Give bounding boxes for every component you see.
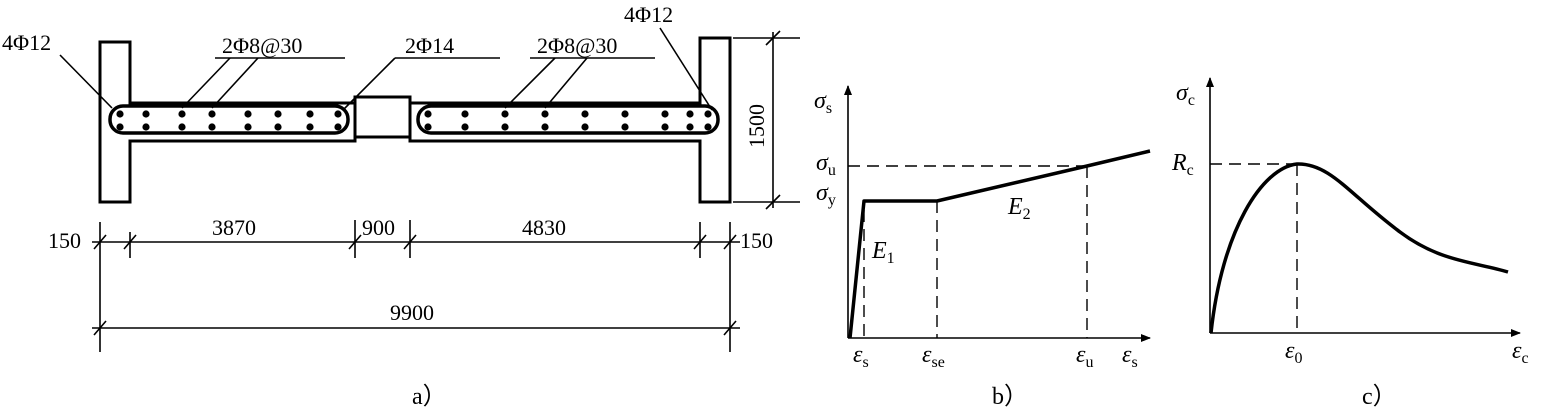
dim-4830: 4830 bbox=[522, 215, 566, 240]
rebar-dots bbox=[116, 110, 712, 131]
b-E2-label: E2 bbox=[1007, 194, 1031, 223]
rebar-dot bbox=[142, 110, 150, 118]
b-x-axis-label: εs bbox=[1122, 342, 1138, 371]
c-concrete-curve bbox=[1209, 162, 1509, 334]
b-eps-s-tick-label: εs bbox=[853, 342, 869, 371]
tick-total-left bbox=[93, 320, 107, 336]
rebar-dot bbox=[541, 110, 549, 118]
leader-left-end bbox=[59, 54, 113, 109]
tick-130 bbox=[123, 234, 137, 250]
dim-3870: 3870 bbox=[212, 215, 256, 240]
rebar-dot bbox=[686, 110, 694, 118]
caption-a: a） bbox=[412, 384, 447, 410]
rebar-dot bbox=[116, 123, 124, 131]
tick-410 bbox=[403, 234, 417, 250]
rebar-dot bbox=[581, 123, 589, 131]
rebar-dot bbox=[334, 110, 342, 118]
b-eps-se-tick-label: εse bbox=[922, 342, 945, 371]
leader-left-dist-2 bbox=[211, 57, 259, 109]
rebar-dot bbox=[142, 123, 150, 131]
rebar-dot bbox=[424, 110, 432, 118]
b-sigma-u-label: σu bbox=[816, 150, 836, 179]
rebar-dot bbox=[178, 110, 186, 118]
wall-outline bbox=[98, 36, 732, 204]
rebar-dot bbox=[661, 110, 669, 118]
rebar-dot bbox=[621, 110, 629, 118]
label-left-end-rebar: 4Φ12 bbox=[2, 30, 51, 55]
rebar-dot bbox=[461, 110, 469, 118]
rebar-dot bbox=[274, 123, 282, 131]
rebar-dot bbox=[501, 110, 509, 118]
b-steel-curve bbox=[848, 149, 1151, 339]
rebar-dot bbox=[306, 110, 314, 118]
b-eps-u-tick-label: εu bbox=[1076, 342, 1093, 371]
leader-right-dist-1 bbox=[504, 57, 556, 109]
rebar-dot bbox=[686, 123, 694, 131]
concrete-stress-strain-diagram: σc Rc ε0 εc c） bbox=[1171, 77, 1529, 410]
c-y-axis-label: σc bbox=[1176, 80, 1195, 109]
rebar-dot bbox=[661, 123, 669, 131]
rebar-dot bbox=[274, 110, 282, 118]
rebar-dot bbox=[424, 123, 432, 131]
rebar-dot bbox=[704, 123, 712, 131]
label-left-dist-rebar: 2Φ8@30 bbox=[222, 33, 302, 58]
leader-left-dist-1 bbox=[181, 57, 231, 109]
rebar-dot bbox=[116, 110, 124, 118]
rebar-dot bbox=[334, 123, 342, 131]
left-rebar-cage bbox=[108, 104, 350, 135]
dim-900: 900 bbox=[362, 215, 395, 240]
tick-355 bbox=[348, 234, 362, 250]
rebar-dot bbox=[704, 110, 712, 118]
dim-9900-total: 9900 bbox=[390, 300, 434, 325]
rebar-dot bbox=[621, 123, 629, 131]
c-x-axis-label: εc bbox=[1512, 338, 1529, 367]
caption-c: c） bbox=[1362, 384, 1397, 410]
height-tick-bottom bbox=[765, 194, 781, 210]
leader-right-dist-2 bbox=[544, 57, 588, 109]
b-y-axis-label: σs bbox=[814, 88, 832, 117]
right-rebar-cage bbox=[416, 104, 720, 135]
c-eps-0-tick-label: ε0 bbox=[1285, 338, 1302, 367]
rebar-dot bbox=[208, 110, 216, 118]
rebar-dot bbox=[244, 123, 252, 131]
rebar-dot bbox=[461, 123, 469, 131]
tick-700 bbox=[693, 234, 707, 250]
b-sigma-y-label: σy bbox=[816, 180, 836, 209]
rebar-dot bbox=[178, 123, 186, 131]
height-tick-top bbox=[765, 30, 781, 46]
tick-730 bbox=[723, 234, 737, 250]
height-dimension-text: 1500 bbox=[744, 104, 769, 148]
label-right-dist-rebar: 2Φ8@30 bbox=[537, 33, 617, 58]
rebar-dot bbox=[208, 123, 216, 131]
c-Rc-label: Rc bbox=[1171, 150, 1194, 179]
tick-100 bbox=[93, 234, 107, 250]
rebar-dot bbox=[244, 110, 252, 118]
dim-150-right: 150 bbox=[740, 228, 773, 253]
rebar-dot bbox=[581, 110, 589, 118]
rebar-dot bbox=[541, 123, 549, 131]
b-E1-label: E1 bbox=[871, 238, 895, 267]
leader-coupling bbox=[342, 57, 396, 111]
label-coupling-rebar: 2Φ14 bbox=[405, 33, 454, 58]
leader-right-end bbox=[659, 27, 713, 111]
caption-b: b） bbox=[992, 384, 1028, 410]
wall-section-diagram: 4Φ12 2Φ8@30 2Φ14 2Φ8@30 4Φ12 1500 bbox=[2, 2, 800, 410]
dim-150-left: 150 bbox=[48, 228, 81, 253]
rebar-dot bbox=[306, 123, 314, 131]
label-right-end-rebar: 4Φ12 bbox=[624, 2, 673, 27]
steel-stress-strain-diagram: σs σu σy E1 E2 εs εse εu εs b） bbox=[814, 85, 1151, 410]
tick-total-right bbox=[723, 320, 737, 336]
rebar-dot bbox=[501, 123, 509, 131]
